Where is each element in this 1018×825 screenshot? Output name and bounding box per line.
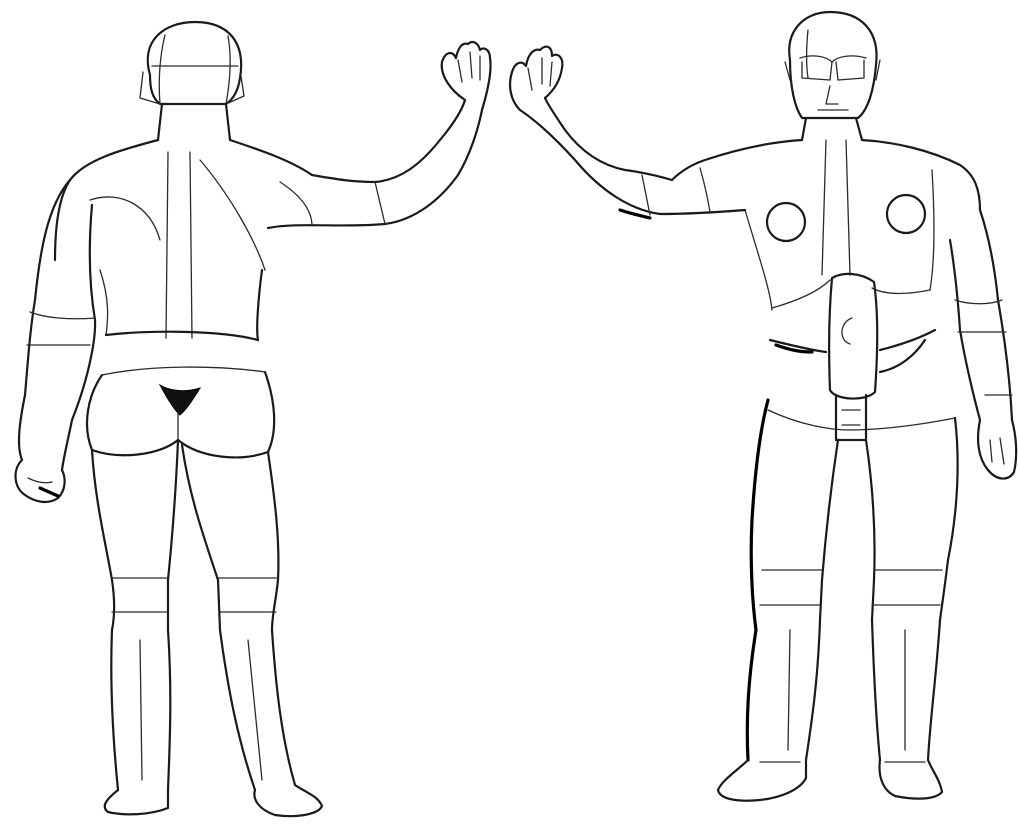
front-head	[785, 12, 880, 118]
back-feet	[105, 785, 322, 816]
back-legs	[92, 440, 295, 790]
front-legs	[747, 400, 957, 760]
front-torso	[672, 140, 980, 430]
back-right-arm	[268, 100, 482, 228]
front-neck	[802, 118, 862, 140]
back-head	[140, 22, 244, 104]
right-nipple-circle	[887, 195, 925, 233]
back-buttocks	[87, 372, 274, 457]
left-nipple-circle	[767, 203, 805, 241]
back-right-hand	[442, 42, 491, 110]
front-right-hand	[978, 420, 1016, 479]
back-view-figure	[16, 22, 491, 816]
back-neck	[158, 104, 230, 140]
front-right-arm	[950, 210, 1012, 420]
front-left-hand	[510, 47, 562, 110]
abdomen-panel	[829, 274, 877, 399]
front-feet	[718, 760, 942, 801]
front-view-figure	[510, 12, 1016, 801]
front-groin	[836, 395, 866, 440]
back-left-hand	[16, 460, 65, 502]
